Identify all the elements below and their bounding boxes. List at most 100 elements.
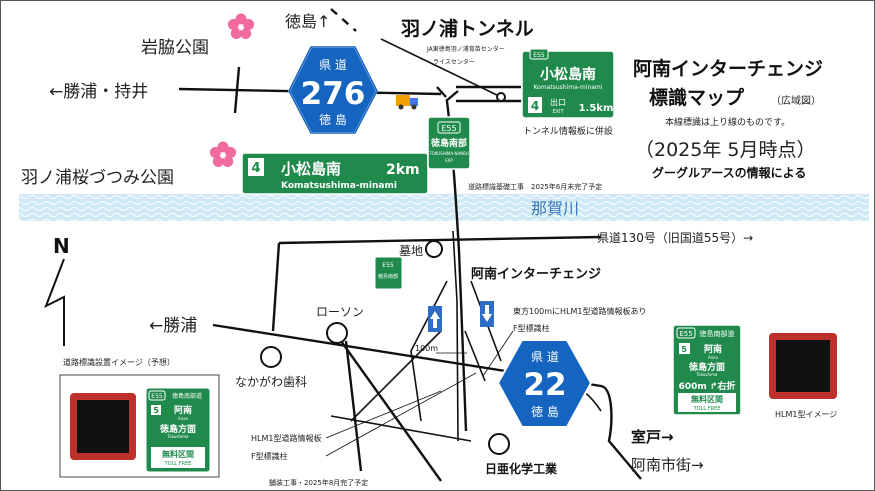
sign-ex-distance: 1.5km — [579, 103, 614, 114]
truck-icon — [396, 95, 418, 110]
sign-ex-route: E55 — [533, 52, 545, 59]
label-katsuura-mochii: ←勝浦・持井 — [49, 82, 148, 102]
sign-nanbu-exp: EXP — [445, 158, 453, 163]
nichia-marker[interactable] — [488, 433, 510, 455]
road-tunnel-left2 — [445, 90, 459, 102]
dental-marker[interactable] — [260, 346, 282, 368]
title-source: グーグルアースの情報による — [652, 165, 806, 180]
label-nichia: 日亜化学工業 — [485, 461, 558, 476]
sign-el-route: E55 — [151, 393, 163, 400]
label-katsuura: ←勝浦 — [149, 316, 197, 336]
sign-2km-distance: 2km — [386, 162, 420, 178]
shield-276-top: 県 道 — [319, 58, 347, 72]
sign-ex-label: 出口 — [550, 97, 566, 107]
sign-ex-roman: Komatsushima-minami — [534, 84, 603, 91]
install-image-box: E55 徳島南部道 5 阿南 Anan 徳島方面 Tokushima 無料区間 … — [59, 374, 220, 478]
sign-small-nanbu[interactable]: E55 徳島南部 — [374, 256, 403, 290]
lawson-marker[interactable] — [326, 322, 348, 344]
landmarks — [260, 92, 510, 455]
sign-entrance-right[interactable]: E55 徳島南部道 5 阿南 Anan 徳島方面 Tokushima 600m … — [672, 324, 742, 416]
sign-nanbu-roman: TOKUSHIMA-NANBU — [428, 151, 469, 156]
leader-f-pole-top — [482, 330, 514, 377]
sign-tokushima-nanbu[interactable]: E55 徳島南部 TOKUSHIMA-NANBU EXP — [427, 116, 471, 170]
sign-er-turn: 600m ↱右折 — [679, 380, 736, 392]
road-iwaki-park — [233, 66, 241, 114]
leader-hlm1 — [325, 390, 442, 439]
title-line1: 阿南インターチェンジ — [633, 58, 823, 80]
note-sign-base-work: 道路標識基礎工事 2025年6月末完了予定 — [468, 182, 602, 191]
road-diagonal-3 — [350, 330, 442, 422]
sign-er-dir-en: Tokushima — [695, 372, 718, 377]
road-ramp-1 — [410, 280, 448, 422]
sign-el-dir: 徳島方面 — [159, 423, 196, 435]
leader-f-pole — [325, 372, 477, 457]
note-east-board: 東方100mにHLM1型道路情報板あり — [513, 306, 647, 316]
sign-er-free-en: TOLL FREE — [693, 406, 721, 412]
road-ja-to-tunnel — [380, 38, 502, 98]
road-bottom-diagonal — [330, 415, 472, 442]
label-rice-center: ライスセンター — [433, 58, 475, 66]
sign-el-dest: 阿南 — [174, 404, 192, 416]
shield-276-bottom: 徳 島 — [319, 112, 347, 127]
sign-er-dest: 阿南 — [704, 343, 722, 355]
road-tunnel-left — [436, 86, 447, 98]
title-date: （2025年 5月時点） — [635, 139, 815, 161]
sign-komatsushima-exit[interactable]: E55 小松島南 Komatsushima-minami 4 出口 EXIT 1… — [521, 48, 615, 119]
label-cemetery: 墓地 — [399, 244, 423, 258]
sakura-icon: ★ — [209, 141, 237, 167]
cemetery-marker[interactable] — [425, 240, 443, 258]
sign-nanbu-name: 徳島南部 — [430, 137, 467, 149]
shield-22-bottom: 徳 島 — [531, 404, 559, 419]
label-iwaki-park: 岩脇公園 — [141, 38, 209, 58]
compass: N — [44, 234, 70, 346]
label-anan-city: 阿南市街→ — [631, 456, 704, 474]
title-line2: 標識マップ — [649, 86, 745, 109]
sign-small-route: E55 — [382, 262, 394, 269]
compass-label: N — [53, 234, 70, 258]
route-276-shield[interactable]: 県 道 276 徳 島 — [287, 46, 379, 134]
road-katsuura — [212, 323, 642, 480]
sign-el-free-en: TOLL FREE — [164, 461, 192, 467]
road-diagonal-1 — [340, 340, 442, 482]
road-pref130-west — [271, 242, 281, 332]
sign-er-number: 5 — [681, 345, 687, 354]
title-scope: （広域図） — [771, 94, 821, 107]
sign-er-dest-en: Anan — [708, 355, 719, 360]
label-anan-ic: 阿南インターチェンジ — [471, 266, 601, 282]
note-tunnel-board: トンネル情報板に併設 — [523, 125, 613, 137]
sign-entrance-left[interactable]: E55 徳島南部道 5 阿南 Anan 徳島方面 Tokushima 無料区間 … — [145, 387, 211, 473]
note-f-pole-bottom: F型標識柱 — [251, 451, 288, 461]
label-sakura-park: 羽ノ浦桜づつみ公園 — [21, 168, 174, 188]
road-dashed-north — [330, 8, 357, 32]
hlm1-board-image — [769, 333, 837, 399]
shield-22-top: 県 道 — [531, 350, 559, 364]
road-pref130 — [278, 235, 602, 245]
sign-er-dir: 徳島方面 — [688, 361, 725, 373]
label-dental: なかがわ歯科 — [235, 374, 307, 389]
shield-22-number: 22 — [523, 367, 566, 403]
note-100m: 100m — [415, 344, 438, 353]
road-ramp-3 — [464, 330, 486, 382]
expressway-main-2 — [452, 230, 459, 442]
svg-text:★: ★ — [219, 152, 227, 162]
ja-center-marker[interactable] — [496, 92, 506, 102]
up-arrow-icon — [428, 306, 442, 332]
river-label: 那賀川 — [531, 199, 579, 218]
label-pref130: 県道130号（旧国道55号）→ — [597, 231, 753, 245]
place-labels: 徳島↑ 羽ノ浦トンネル 岩脇公園 ←勝浦・持井 羽ノ浦桜づつみ公園 県道130号… — [21, 12, 753, 476]
sign-el-name: 徳島南部道 — [172, 392, 202, 400]
shield-276-number: 276 — [301, 76, 366, 112]
sign-nanbu-route: E55 — [441, 124, 456, 133]
sign-2km-name: 小松島南 — [281, 160, 341, 178]
road-diagonal-2 — [344, 340, 363, 472]
sign-el-dir-en: Tokushima — [166, 434, 189, 439]
sign-el-dest-en: Anan — [178, 416, 189, 421]
sign-ex-number: 4 — [531, 99, 539, 113]
sign-er-name: 徳島南部道 — [700, 329, 735, 338]
label-ja-center: JA東徳島羽ノ浦育苗センター — [426, 45, 505, 53]
route-22-shield[interactable]: 県 道 22 徳 島 — [496, 339, 593, 428]
note-hlm1-board: HLM1型道路情報板 — [251, 433, 321, 443]
annotations: トンネル情報板に併設 道路標識基礎工事 2025年6月末完了予定 東方100mに… — [63, 125, 837, 487]
sign-komatsushima-2km[interactable]: 4 小松島南 2km Komatsushima-minami — [241, 152, 429, 195]
